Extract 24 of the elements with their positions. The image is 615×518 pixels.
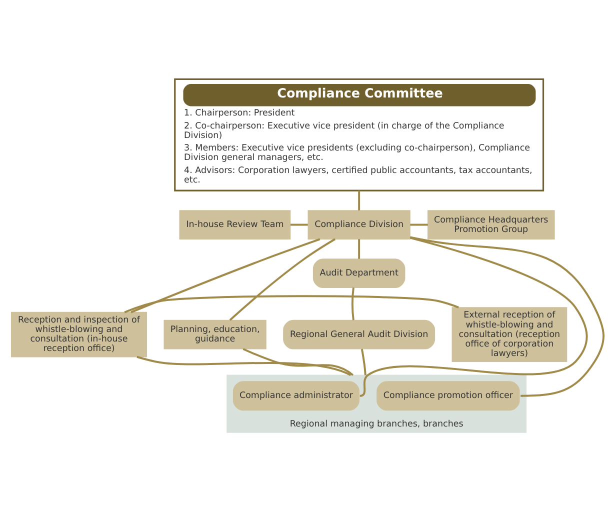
connector bbox=[358, 239, 360, 259]
connector bbox=[130, 238, 320, 314]
node-box: Reception and inspection of whistle-blowing and consultation (in-house reception office) bbox=[10, 312, 148, 358]
connector bbox=[290, 224, 308, 226]
node-box: Compliance promotion officer bbox=[376, 381, 520, 411]
node-box: Compliance Division bbox=[308, 210, 410, 240]
node-box: Regional General Audit Division bbox=[283, 320, 436, 350]
connector bbox=[242, 348, 354, 376]
node-box: In-house Review Team bbox=[179, 210, 291, 240]
node-box: Compliance administrator bbox=[232, 381, 360, 411]
node-box: Compliance Committee 1. Chairperson: President 2. Co-chairperson: Executive vice president (in charge of the Compliance Division) 3. Members: Executive vice presidents (excluding co-chairperson), Compliance Division general managers, etc. 4. Advisors: Corporation lawyers, certified public accountants, tax accountants, etc. bbox=[174, 78, 544, 192]
connector bbox=[136, 356, 352, 376]
connector bbox=[124, 295, 459, 314]
node-box: External reception of whistle-blowing and consultation (reception office of corporation lawyers) bbox=[452, 307, 568, 362]
connector bbox=[359, 236, 588, 397]
node-box: Audit Department bbox=[312, 258, 406, 288]
connector bbox=[410, 236, 604, 397]
connector bbox=[410, 224, 428, 226]
connector bbox=[229, 238, 336, 321]
connector bbox=[360, 348, 366, 376]
connector bbox=[358, 190, 360, 210]
node-box: Compliance Headquarters Promotion Group bbox=[428, 210, 555, 240]
connector bbox=[352, 288, 354, 320]
node-box: Planning, education, guidance bbox=[164, 320, 266, 350]
